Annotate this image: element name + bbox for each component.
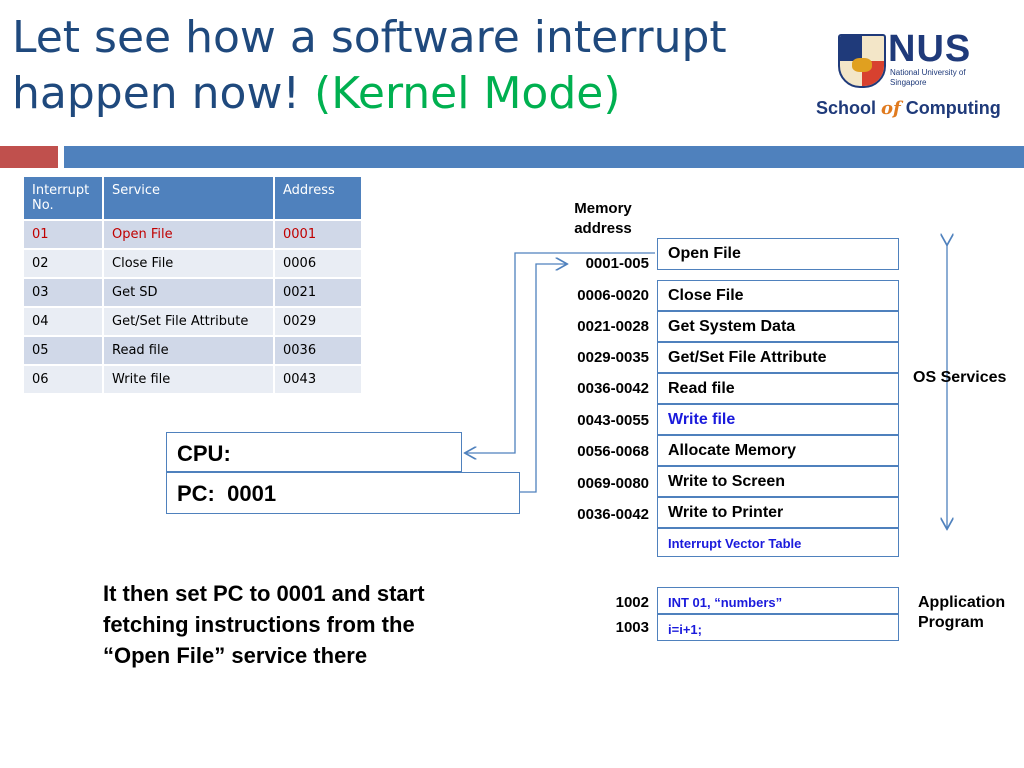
- memory-cell: Write file: [657, 404, 899, 435]
- app-code-cell: i=i+1;: [657, 614, 899, 641]
- header-service: Service: [102, 175, 275, 221]
- header-address: Address: [273, 175, 363, 221]
- app-address: 1003: [615, 619, 649, 636]
- memory-cell: Get System Data: [657, 311, 899, 342]
- cell-no: 02: [22, 248, 104, 279]
- memory-cell: Write to Printer: [657, 497, 899, 528]
- cell-service: Read file: [102, 335, 275, 366]
- cell-service: Close File: [102, 248, 275, 279]
- accent-bar-blue: [64, 146, 1024, 168]
- table-row: 01 Open File 0001: [22, 219, 363, 250]
- cell-no: 01: [22, 219, 104, 250]
- memory-address-header: Memory address: [574, 200, 632, 237]
- cell-no: 06: [22, 364, 104, 395]
- cell-address: 0043: [273, 364, 363, 395]
- cpu-box: CPU:: [166, 432, 462, 472]
- memory-address: 0043-0055: [577, 412, 649, 429]
- title-accent: (Kernel Mode): [314, 68, 621, 119]
- cell-service: Open File: [102, 219, 275, 250]
- cell-address: 0036: [273, 335, 363, 366]
- interrupt-table: Interrupt No. Service Address 01 Open Fi…: [22, 175, 363, 395]
- program-counter-box: PC: 0001: [166, 472, 520, 514]
- school-of-computing: School of Computing: [816, 98, 1001, 119]
- nus-wordmark: NUS: [888, 28, 972, 70]
- slide-title: Let see how a software interrupt happen …: [12, 10, 832, 122]
- app-address: 1002: [615, 594, 649, 611]
- memory-cell: Read file: [657, 373, 899, 404]
- cell-address: 0021: [273, 277, 363, 308]
- arrow-pc-to-openfile: [520, 264, 566, 493]
- memory-address: 0056-0068: [577, 443, 649, 460]
- os-services-label: OS Services: [913, 369, 1007, 386]
- memory-address: 0006-0020: [577, 287, 649, 304]
- memory-address: 0036-0042: [577, 380, 649, 397]
- cell-address: 0006: [273, 248, 363, 279]
- table-row: 04 Get/Set File Attribute 0029: [22, 306, 363, 337]
- memory-cell: Allocate Memory: [657, 435, 899, 466]
- cell-service: Get SD: [102, 277, 275, 308]
- header-interrupt-no: Interrupt No.: [22, 175, 104, 221]
- memory-address: 0021-0028: [577, 318, 649, 335]
- nus-logo: NUS National University of Singapore Sch…: [816, 28, 1001, 124]
- cell-address: 0001: [273, 219, 363, 250]
- memory-cell: Get/Set File Attribute: [657, 342, 899, 373]
- arrow-vector-to-cpu: [466, 252, 655, 453]
- accent-bar-red: [0, 146, 58, 168]
- table-header-row: Interrupt No. Service Address: [22, 175, 363, 221]
- cell-service: Get/Set File Attribute: [102, 306, 275, 337]
- table-row: 05 Read file 0036: [22, 335, 363, 366]
- title-line-2: happen now!: [12, 68, 315, 119]
- application-program-label: Application Program: [918, 594, 1006, 631]
- table-row: 02 Close File 0006: [22, 248, 363, 279]
- cell-no: 04: [22, 306, 104, 337]
- cell-no: 03: [22, 277, 104, 308]
- memory-cell: Write to Screen: [657, 466, 899, 497]
- memory-address: 0001-005: [585, 255, 649, 272]
- memory-cell: Close File: [657, 280, 899, 311]
- cell-no: 05: [22, 335, 104, 366]
- interrupt-vector-table-cell: Interrupt Vector Table: [657, 528, 899, 557]
- memory-cell: Open File: [657, 238, 899, 270]
- memory-address: 0036-0042: [577, 506, 649, 523]
- app-code-cell: INT 01, “numbers”: [657, 587, 899, 614]
- cell-address: 0029: [273, 306, 363, 337]
- memory-address: 0069-0080: [577, 475, 649, 492]
- table-row: 03 Get SD 0021: [22, 277, 363, 308]
- explanation-text: It then set PC to 0001 and start fetchin…: [103, 581, 425, 668]
- cell-service: Write file: [102, 364, 275, 395]
- crest-icon: [838, 34, 886, 88]
- table-row: 06 Write file 0043: [22, 364, 363, 395]
- memory-address: 0029-0035: [577, 349, 649, 366]
- nus-subtitle: National University of Singapore: [890, 68, 966, 87]
- title-line-1: Let see how a software interrupt: [12, 12, 727, 63]
